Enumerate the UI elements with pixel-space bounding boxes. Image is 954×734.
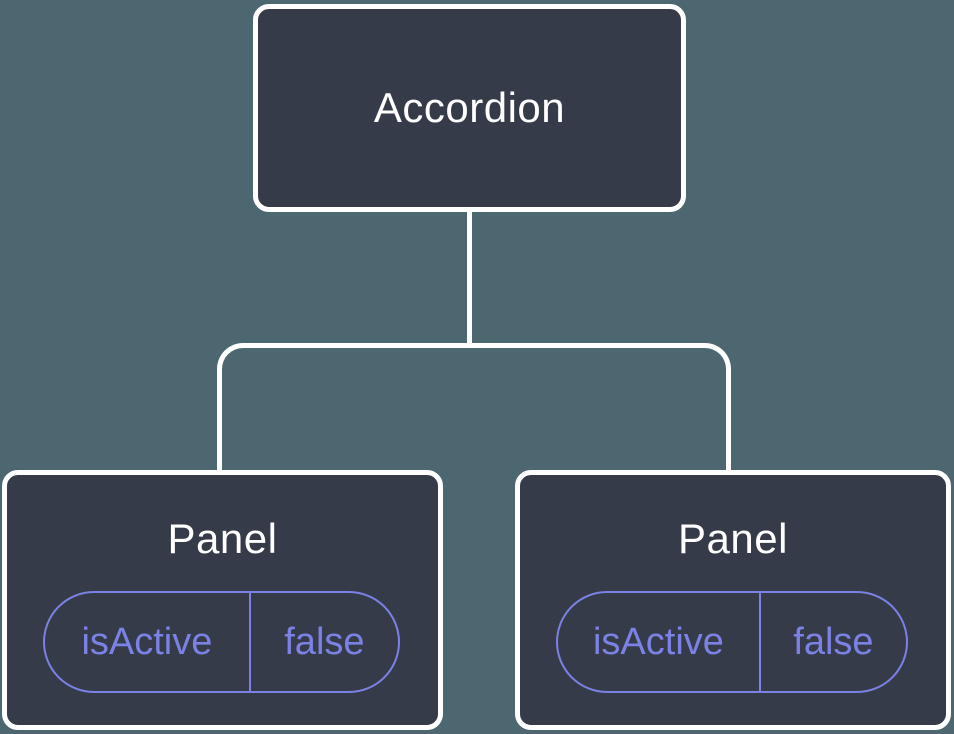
state-key: isActive bbox=[558, 593, 761, 691]
accordion-node-label: Accordion bbox=[373, 84, 566, 131]
state-value: false bbox=[284, 620, 365, 663]
state-value: false bbox=[793, 620, 874, 663]
panel-node-right: Panel isActive false bbox=[515, 470, 951, 730]
panel-node-left: Panel isActive false bbox=[2, 470, 443, 730]
panel-node-label: Panel bbox=[678, 515, 788, 562]
connector-branch bbox=[217, 343, 731, 470]
state-pill: isActive false bbox=[43, 591, 400, 693]
state-pill: isActive false bbox=[556, 591, 908, 693]
accordion-node: Accordion bbox=[253, 4, 686, 212]
connector-stem bbox=[467, 210, 472, 346]
panel-node-label: Panel bbox=[167, 515, 278, 562]
state-key: isActive bbox=[45, 593, 251, 691]
